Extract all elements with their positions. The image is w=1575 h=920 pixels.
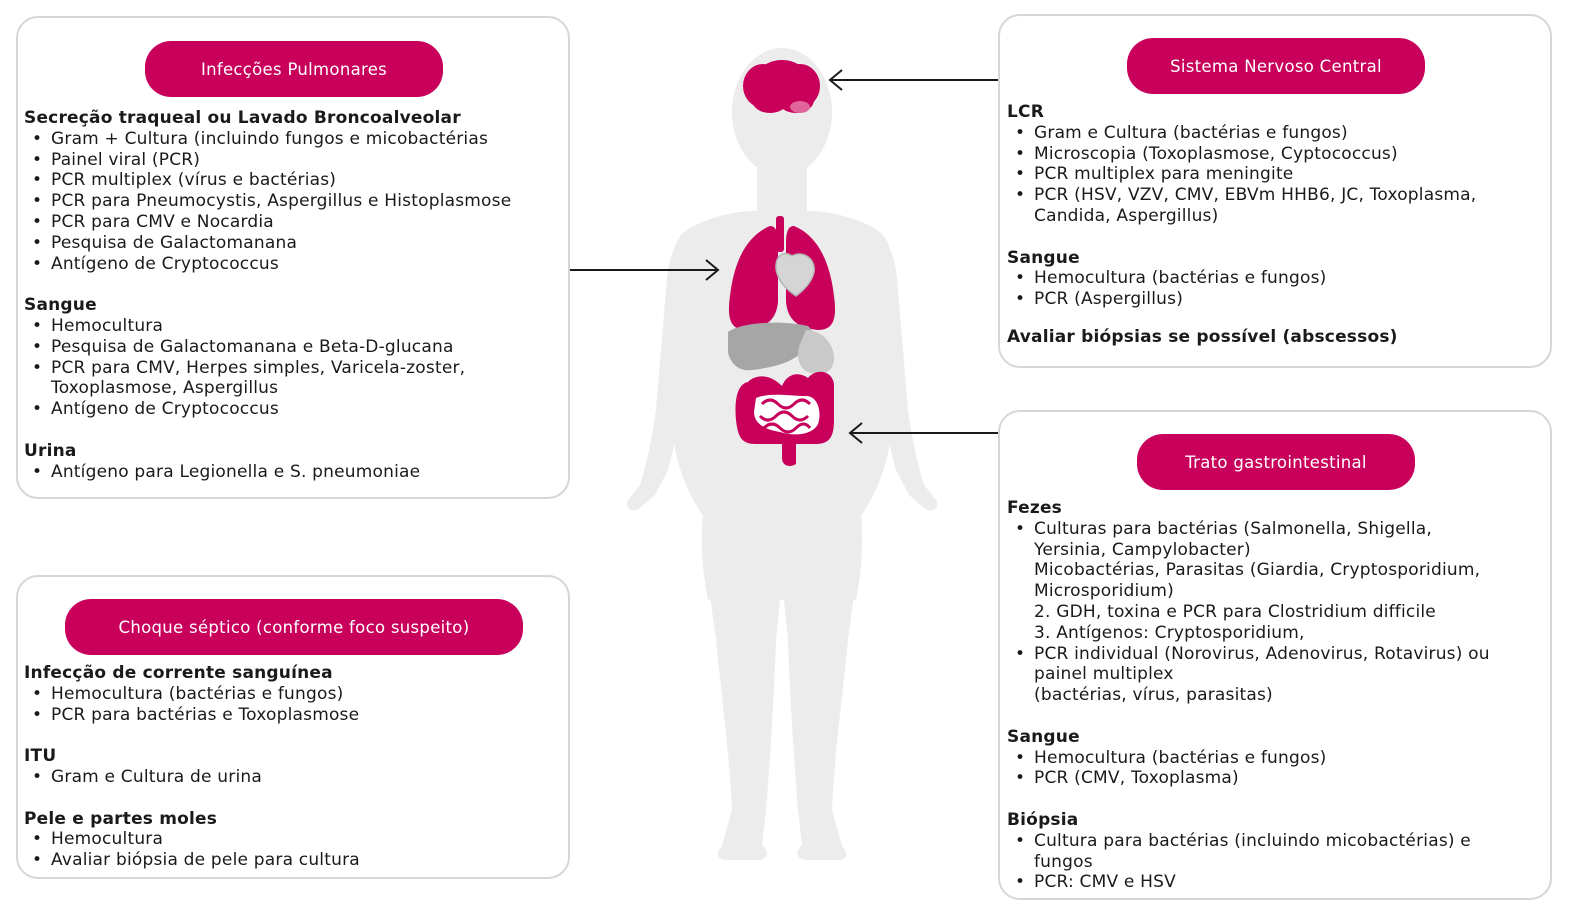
list-item: PCR para CMV e Nocardia (24, 212, 564, 233)
list-item: PCR: CMV e HSV (1007, 872, 1547, 893)
arrow-to-brain (828, 69, 998, 91)
septic-sec3-title: Pele e partes moles (24, 808, 218, 829)
list-item: Hemocultura (24, 316, 564, 337)
list-item: PCR para CMV, Herpes simples, Varicela-z… (24, 358, 564, 379)
list-item: Antígeno para Legionella e S. pneumoniae (24, 462, 564, 483)
intestines-organ (735, 371, 834, 466)
septic-shock-panel: Choque séptico (conforme foco suspeito) … (16, 575, 570, 879)
list-item: PCR multiplex para meningite (1007, 164, 1547, 185)
cns-content: LCR Gram e Cultura (bactérias e fungos) … (1007, 102, 1547, 348)
list-item: PCR para Pneumocystis, Aspergillus e His… (24, 191, 564, 212)
list-item: Gram e Cultura de urina (24, 767, 564, 788)
list-item-continuation: Microsporidium) (1034, 581, 1174, 602)
pulmonary-content: Secreção traqueal ou Lavado Broncoalveol… (24, 108, 564, 482)
septic-content: Infecção de corrente sanguínea Hemocultu… (24, 663, 564, 871)
body-silhouette (626, 48, 938, 860)
list-item: Hemocultura (24, 829, 564, 850)
gi-sec3-title: Biópsia (1007, 809, 1079, 830)
liver-organ (728, 322, 834, 375)
list-item: PCR para bactérias e Toxoplasmose (24, 705, 564, 726)
gi-content: Fezes Culturas para bactérias (Salmonell… (1007, 498, 1547, 893)
cns-sec2-title: Sangue (1007, 247, 1080, 268)
list-item: PCR (CMV, Toxoplasma) (1007, 768, 1547, 789)
list-item-continuation: Toxoplasmose, Aspergillus (51, 378, 279, 399)
brain-organ (743, 60, 820, 113)
list-item-continuation: Micobactérias, Parasitas (Giardia, Crypt… (1034, 560, 1481, 581)
arrow-to-intestines (848, 422, 998, 444)
pulmonary-panel: Infecções Pulmonares Secreção traqueal o… (16, 16, 570, 499)
list-item: PCR individual (Norovirus, Adenovirus, R… (1007, 644, 1547, 665)
list-item: PCR multiplex (vírus e bactérias) (24, 170, 564, 191)
list-item-continuation: Yersinia, Campylobacter) (1034, 539, 1251, 560)
pulmonary-title-pill: Infecções Pulmonares (145, 41, 443, 97)
list-item-continuation: fungos (1034, 851, 1093, 872)
list-item: Microscopia (Toxoplasmose, Cyptococcus) (1007, 144, 1547, 165)
list-item: Hemocultura (bactérias e fungos) (1007, 748, 1547, 769)
gi-sec2-title: Sangue (1007, 726, 1080, 747)
septic-sec1-title: Infecção de corrente sanguínea (24, 663, 333, 683)
list-item: Antígeno de Cryptococcus (24, 399, 564, 420)
gi-title-pill: Trato gastrointestinal (1137, 434, 1415, 490)
gi-panel: Trato gastrointestinal Fezes Culturas pa… (998, 410, 1552, 900)
list-item: Antígeno de Cryptococcus (24, 254, 564, 275)
gi-sec1-title: Fezes (1007, 498, 1062, 518)
heart-organ (775, 253, 815, 297)
cns-note: Avaliar biópsias se possível (abscessos) (1007, 326, 1398, 347)
list-item-continuation: 2. GDH, toxina e PCR para Clostridium di… (1034, 601, 1436, 622)
list-item-continuation: Candida, Aspergillus) (1034, 205, 1219, 226)
cns-sec1-title: LCR (1007, 102, 1044, 122)
cns-title-pill: Sistema Nervoso Central (1127, 38, 1425, 94)
pulmonary-sec1-title: Secreção traqueal ou Lavado Broncoalveol… (24, 108, 461, 128)
arrow-to-lungs (570, 259, 720, 281)
septic-title-pill: Choque séptico (conforme foco suspeito) (65, 599, 523, 655)
list-item-continuation: (bactérias, vírus, parasitas) (1034, 685, 1273, 706)
septic-sec2-title: ITU (24, 746, 57, 767)
list-item: Hemocultura (bactérias e fungos) (1007, 268, 1547, 289)
list-item: Gram e Cultura (bactérias e fungos) (1007, 123, 1547, 144)
list-item: Painel viral (PCR) (24, 150, 564, 171)
list-item: PCR (Aspergillus) (1007, 289, 1547, 310)
list-item: Cultura para bactérias (incluindo micoba… (1007, 831, 1547, 852)
list-item: Culturas para bactérias (Salmonella, Shi… (1007, 519, 1547, 540)
cns-panel: Sistema Nervoso Central LCR Gram e Cultu… (998, 14, 1552, 368)
pulmonary-sec2-title: Sangue (24, 295, 97, 316)
list-item-continuation: painel multiplex (1034, 664, 1174, 685)
pulmonary-sec3-title: Urina (24, 440, 77, 461)
list-item-continuation: 3. Antígenos: Cryptosporidium, (1034, 622, 1305, 643)
list-item: PCR (HSV, VZV, CMV, EBVm HHB6, JC, Toxop… (1007, 185, 1547, 206)
list-item: Avaliar biópsia de pele para cultura (24, 850, 564, 871)
list-item: Pesquisa de Galactomanana (24, 233, 564, 254)
list-item: Hemocultura (bactérias e fungos) (24, 684, 564, 705)
list-item: Gram + Cultura (incluindo fungos e micob… (24, 129, 564, 150)
list-item: Pesquisa de Galactomanana e Beta-D-gluca… (24, 337, 564, 358)
